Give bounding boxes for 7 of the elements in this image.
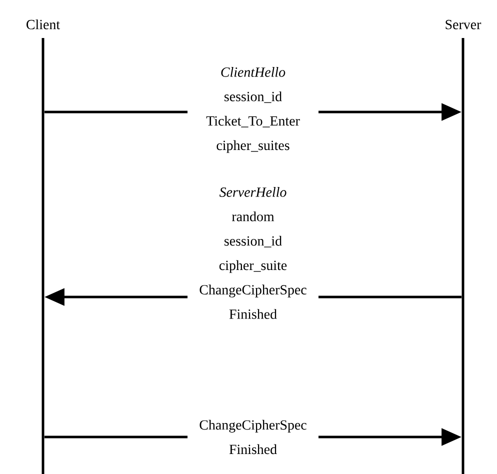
edge-label: ChangeCipherSpec Finished [188, 416, 318, 458]
edge-label: ServerHello random session_id cipher_suite ChangeCipherSpec Finished [188, 184, 318, 322]
lifeline: Server [446, 20, 482, 474]
lifeline: Client [26, 19, 60, 474]
node-label: Server [446, 20, 482, 30]
node-label: Client [26, 19, 60, 30]
edge-label: ClientHello session_id Ticket_To_Enter cipher_suites [188, 64, 318, 156]
